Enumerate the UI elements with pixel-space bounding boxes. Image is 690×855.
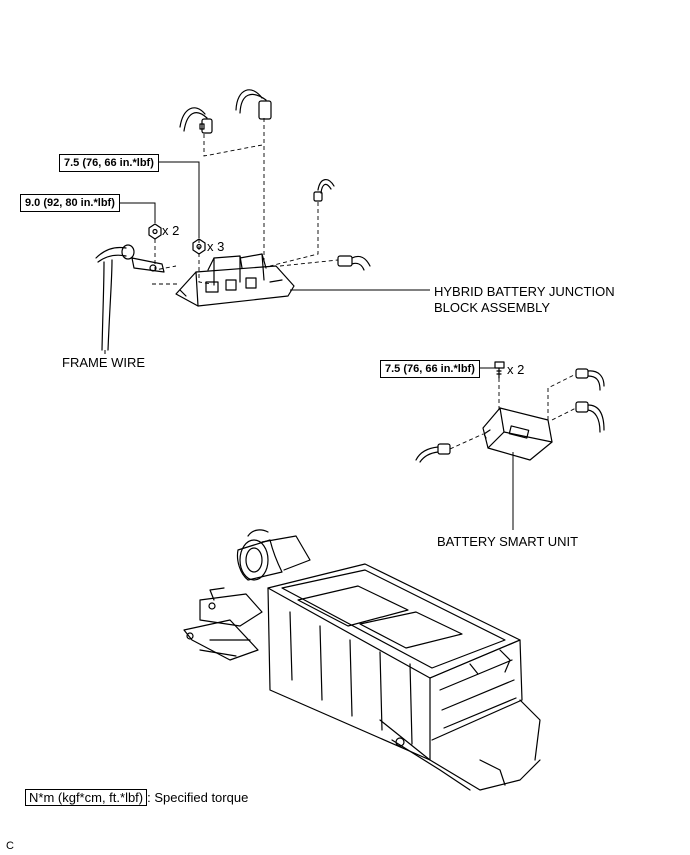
torque-label-bsu-bolt: 7.5 (76, 66 in.*lbf) <box>380 360 480 378</box>
connector-mid-top <box>235 89 272 120</box>
label-junction-block-line2: BLOCK ASSEMBLY <box>434 300 551 315</box>
legend-description: : Specified torque <box>147 790 249 805</box>
hv-battery-assembly <box>183 529 541 791</box>
battery-smart-unit <box>482 407 553 461</box>
legend-unit-box: N*m (kgf*cm, ft.*lbf) <box>25 789 148 806</box>
bsu-connectors-right <box>575 368 605 433</box>
corner-mark: C <box>6 840 14 852</box>
torque-label-frame-nut: 9.0 (92, 80 in.*lbf) <box>20 194 120 212</box>
bolt-bsu <box>494 361 505 379</box>
frame-wire <box>95 244 165 351</box>
leader-lines <box>104 161 514 530</box>
nut-frame <box>148 223 162 240</box>
label-battery-smart-unit: BATTERY SMART UNIT <box>437 534 579 549</box>
connector-right-small <box>313 179 335 202</box>
label-frame-wire: FRAME WIRE <box>62 355 146 370</box>
qty-junction-nut: x 3 <box>207 239 225 254</box>
label-junction-block: HYBRID BATTERY JUNCTION BLOCK ASSEMBLY <box>434 284 615 316</box>
torque-label-junction-nut: 7.5 (76, 66 in.*lbf) <box>59 154 159 172</box>
torque-legend: N*m (kgf*cm, ft.*lbf): Specified torque <box>25 789 248 806</box>
qty-frame-nut: x 2 <box>162 223 180 238</box>
connector-left-top <box>179 107 213 134</box>
connector-right-side <box>337 255 371 271</box>
alignment-lines <box>152 118 577 450</box>
junction-block <box>175 253 295 307</box>
qty-bsu-bolt: x 2 <box>507 362 525 377</box>
bsu-connector-left <box>415 443 451 463</box>
label-junction-block-line1: HYBRID BATTERY JUNCTION <box>434 284 615 299</box>
